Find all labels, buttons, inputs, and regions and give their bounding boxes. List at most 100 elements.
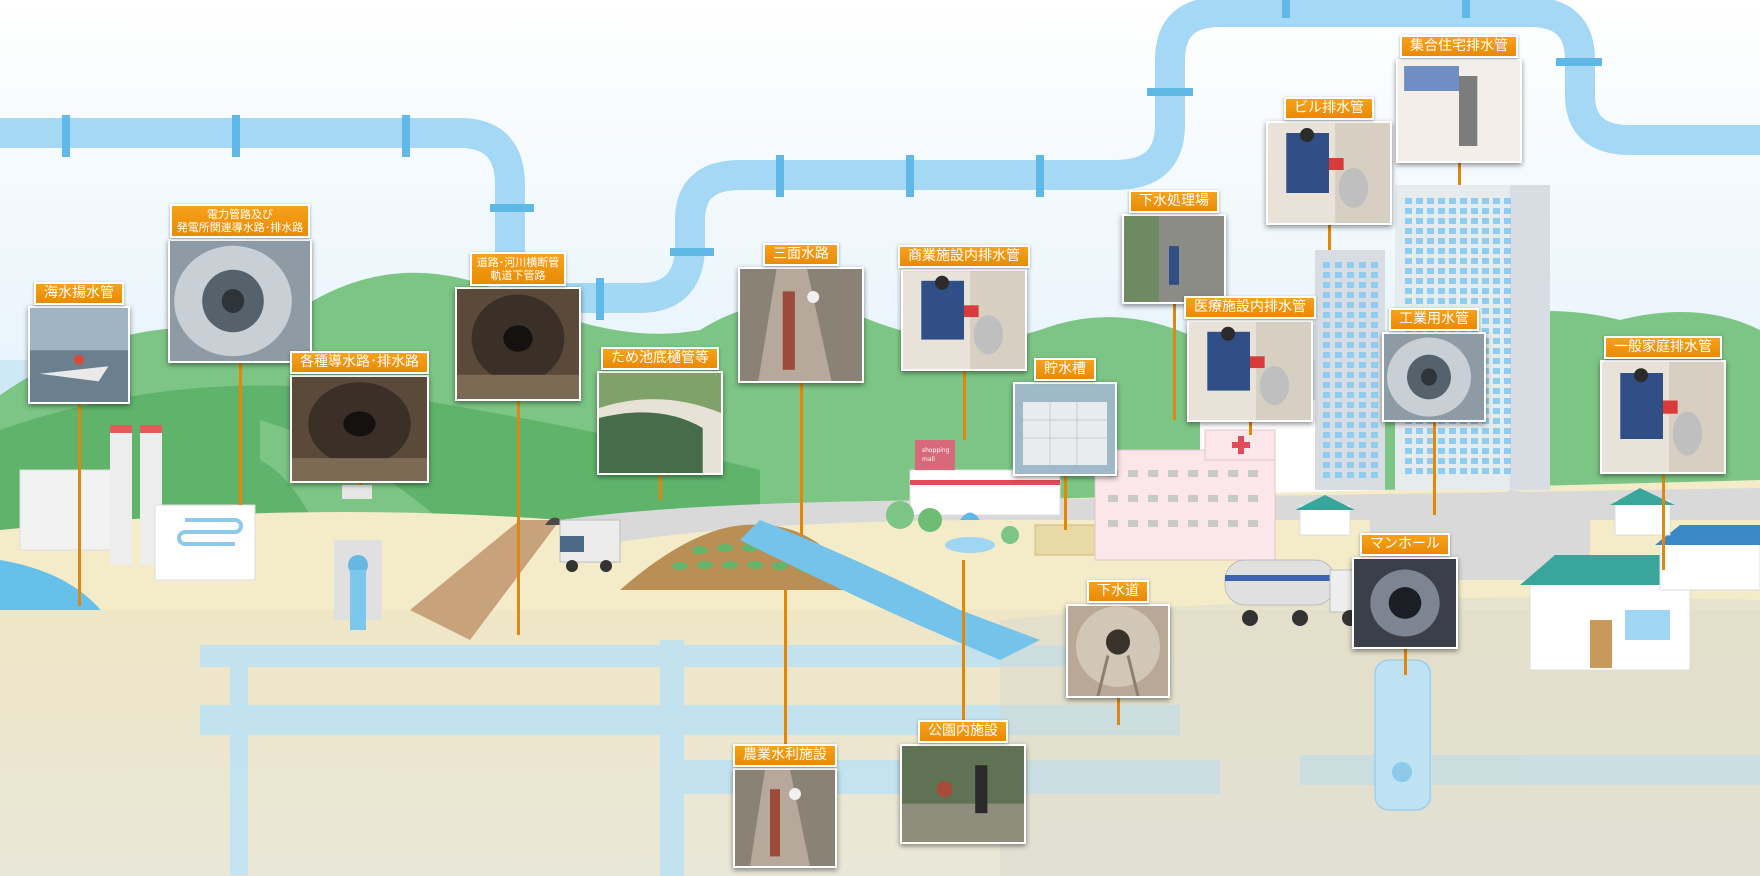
tower-window	[1438, 458, 1445, 464]
callout-park-facility[interactable]: 公園内施設	[900, 720, 1026, 844]
callout-manhole[interactable]: マンホール	[1352, 533, 1458, 649]
tower-window	[1504, 348, 1511, 354]
tower-window	[1471, 448, 1478, 454]
tower-window	[1449, 468, 1456, 474]
callout-medical-drain[interactable]: 医療施設内排水管	[1184, 296, 1316, 422]
photo-industrial-water[interactable]	[1382, 332, 1486, 422]
tower-window	[1482, 298, 1489, 304]
callout-agricultural-water[interactable]: 農業水利施設	[733, 744, 837, 868]
photo-manhole[interactable]	[1352, 557, 1458, 649]
dam-structure	[334, 485, 382, 630]
label-sewage-plant[interactable]: 下水処理場	[1129, 190, 1219, 213]
callout-power-conduit[interactable]: 電力管路及び 発電所関連導水路･排水路	[168, 204, 312, 363]
callout-building-drain[interactable]: ビル排水管	[1266, 97, 1392, 225]
photo-seawater-intake[interactable]	[28, 306, 130, 404]
label-park-facility[interactable]: 公園内施設	[918, 720, 1008, 743]
tower-window	[1347, 322, 1354, 328]
tower-window	[1335, 472, 1342, 478]
photo-power-conduit[interactable]	[168, 239, 312, 363]
pipe-joints	[62, 0, 1602, 320]
callout-commercial-drain[interactable]: 商業施設内排水管	[898, 245, 1030, 371]
label-industrial-water[interactable]: 工業用水管	[1389, 308, 1479, 331]
photo-medical-drain[interactable]	[1187, 320, 1313, 422]
photo-various-channels[interactable]	[290, 375, 429, 483]
photo-three-sided-channel[interactable]	[738, 267, 864, 383]
photo-agricultural-water[interactable]	[733, 768, 837, 868]
tower-window	[1449, 228, 1456, 234]
photo-building-drain[interactable]	[1266, 121, 1392, 225]
tower-window	[1471, 248, 1478, 254]
tower-window	[1347, 392, 1354, 398]
callout-industrial-water[interactable]: 工業用水管	[1382, 308, 1486, 422]
tower-window	[1335, 412, 1342, 418]
callout-various-channels[interactable]: 各種導水路･排水路	[290, 351, 429, 483]
label-medical-drain[interactable]: 医療施設内排水管	[1184, 296, 1316, 319]
callout-road-river-crossing[interactable]: 道路･河川横断管 軌道下管路	[455, 252, 581, 401]
tower-window	[1471, 288, 1478, 294]
label-manhole[interactable]: マンホール	[1360, 533, 1450, 556]
tower-window	[1438, 438, 1445, 444]
label-sewer[interactable]: 下水道	[1087, 580, 1149, 603]
tower-window	[1427, 438, 1434, 444]
label-storage-tank[interactable]: 貯水槽	[1034, 358, 1096, 381]
tower-window	[1449, 268, 1456, 274]
label-three-sided-channel[interactable]: 三面水路	[763, 243, 839, 266]
callout-three-sided-channel[interactable]: 三面水路	[738, 243, 864, 383]
tower-window	[1493, 228, 1500, 234]
tower-window	[1493, 428, 1500, 434]
tower-window	[1482, 318, 1489, 324]
label-building-drain[interactable]: ビル排水管	[1284, 97, 1374, 120]
label-seawater-intake[interactable]: 海水揚水管	[34, 282, 124, 305]
tower-window	[1504, 218, 1511, 224]
tower-window	[1460, 258, 1467, 264]
tower-window	[1471, 428, 1478, 434]
tower-window	[1371, 472, 1378, 478]
photo-storage-tank[interactable]	[1013, 382, 1117, 476]
label-agricultural-water[interactable]: 農業水利施設	[733, 744, 837, 767]
callout-sewage-plant[interactable]: 下水処理場	[1122, 190, 1226, 304]
photo-apartment-drain[interactable]	[1396, 59, 1522, 163]
tower-window	[1405, 248, 1412, 254]
callout-household-drain[interactable]: 一般家庭排水管	[1600, 336, 1726, 474]
tower-window	[1359, 262, 1366, 268]
tower-window	[1335, 312, 1342, 318]
tower-window	[1347, 372, 1354, 378]
tower-window	[1471, 438, 1478, 444]
label-commercial-drain[interactable]: 商業施設内排水管	[898, 245, 1030, 268]
label-pond-bottom-pipe[interactable]: ため池底樋管等	[601, 347, 719, 370]
label-apartment-drain[interactable]: 集合住宅排水管	[1400, 35, 1518, 58]
photo-sewer[interactable]	[1066, 604, 1170, 698]
tower-window	[1449, 328, 1456, 334]
leader-line	[1173, 304, 1176, 420]
label-various-channels[interactable]: 各種導水路･排水路	[290, 351, 429, 374]
tower-window	[1335, 392, 1342, 398]
label-power-conduit[interactable]: 電力管路及び 発電所関連導水路･排水路	[169, 204, 311, 238]
tower-window	[1427, 298, 1434, 304]
callout-pond-bottom-pipe[interactable]: ため池底樋管等	[597, 347, 723, 475]
callout-sewer[interactable]: 下水道	[1066, 580, 1170, 698]
photo-road-river-crossing[interactable]	[455, 287, 581, 401]
tower-window	[1416, 298, 1423, 304]
tower-window	[1482, 248, 1489, 254]
tower-window	[1482, 278, 1489, 284]
tower-window	[1371, 462, 1378, 468]
label-road-river-crossing[interactable]: 道路･河川横断管 軌道下管路	[469, 252, 567, 286]
tower-window	[1427, 228, 1434, 234]
callout-storage-tank[interactable]: 貯水槽	[1013, 358, 1117, 476]
tower-window	[1482, 288, 1489, 294]
photo-household-drain[interactable]	[1600, 360, 1726, 474]
tower-window	[1347, 422, 1354, 428]
tower-window	[1405, 198, 1412, 204]
tower-window	[1371, 262, 1378, 268]
photo-commercial-drain[interactable]	[901, 269, 1027, 371]
tower-window	[1335, 322, 1342, 328]
label-household-drain[interactable]: 一般家庭排水管	[1604, 336, 1722, 359]
callout-apartment-drain[interactable]: 集合住宅排水管	[1396, 35, 1522, 163]
callout-seawater-intake[interactable]: 海水揚水管	[28, 282, 130, 404]
photo-pond-bottom-pipe[interactable]	[597, 371, 723, 475]
photo-park-facility[interactable]	[900, 744, 1026, 844]
tower-window	[1405, 458, 1412, 464]
tower-window	[1427, 328, 1434, 334]
photo-sewage-plant[interactable]	[1122, 214, 1226, 304]
